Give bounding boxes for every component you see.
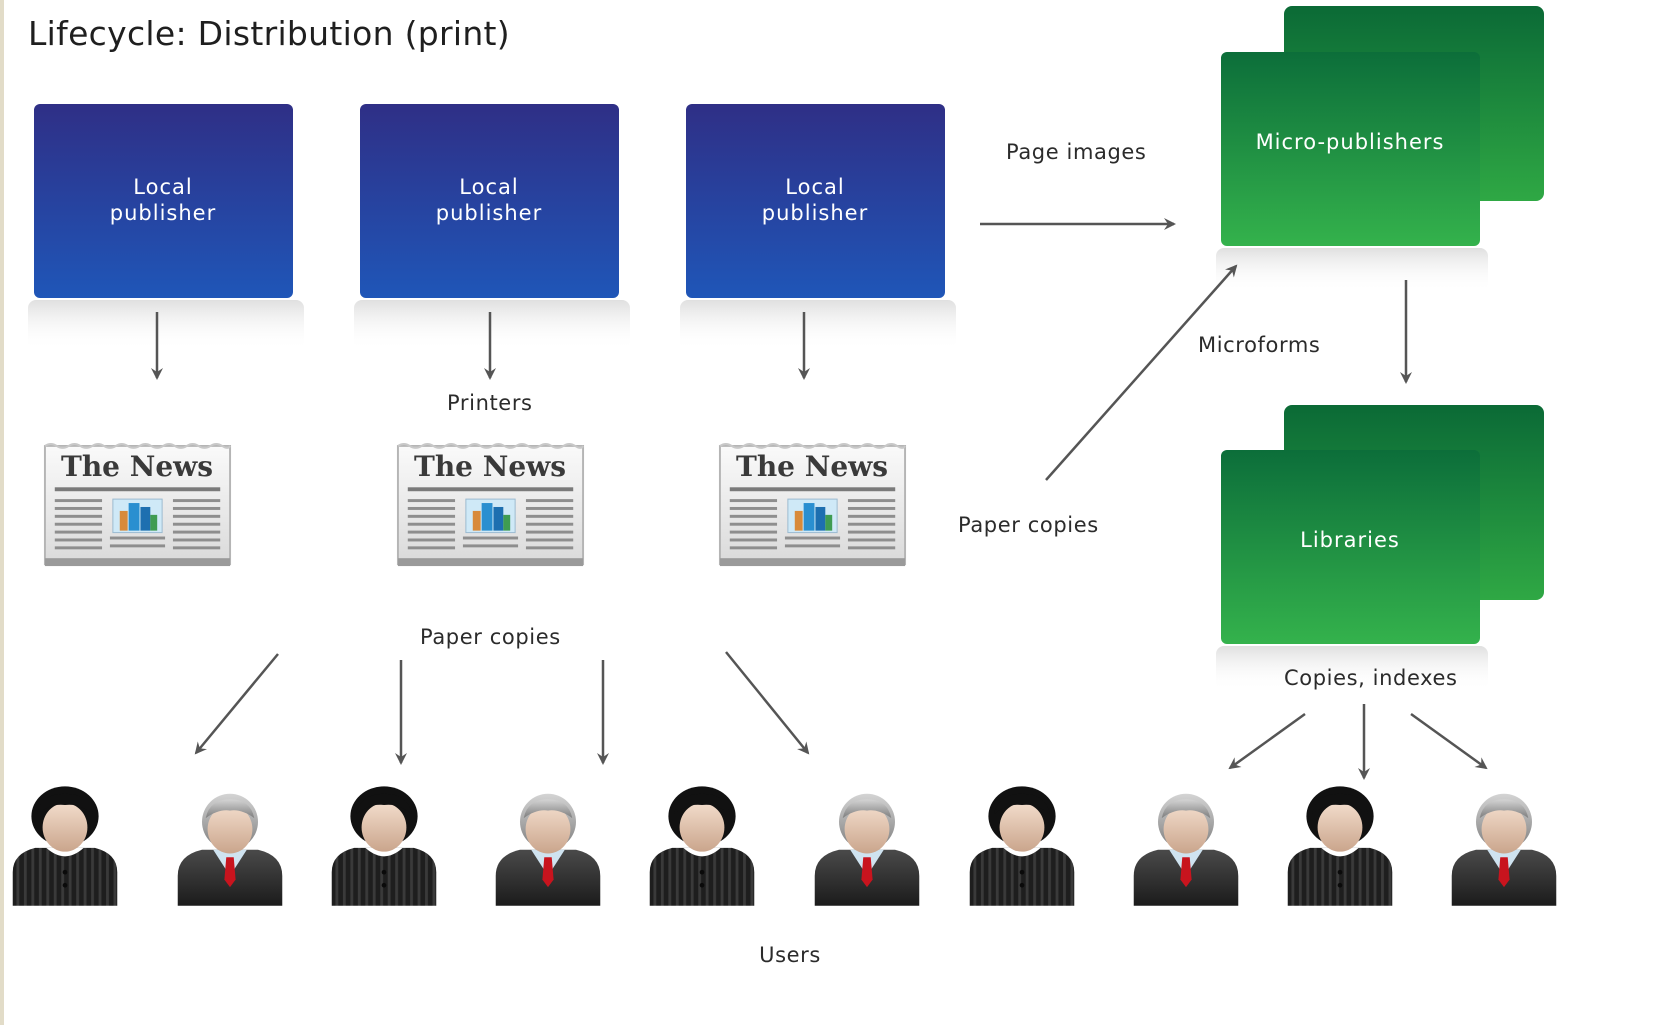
newspaper-masthead: The News <box>61 450 213 483</box>
newspaper-3: The News <box>718 442 907 568</box>
male-user-icon <box>495 793 601 906</box>
newspaper-masthead: The News <box>736 450 888 483</box>
label-microforms: Microforms <box>1198 333 1320 357</box>
arrow-user-4 <box>725 651 810 755</box>
publisher-label-line1: Local <box>459 175 518 199</box>
publisher-label-line2: publisher <box>436 201 542 225</box>
users-row <box>12 786 1557 906</box>
newspaper-2: The News <box>396 442 585 568</box>
female-user-icon <box>969 786 1075 906</box>
female-user-icon <box>1287 786 1393 906</box>
publisher-box-2: Local publisher <box>354 104 630 350</box>
label-users: Users <box>759 943 821 967</box>
arrows <box>151 218 1488 780</box>
publisher-label-line2: publisher <box>762 201 868 225</box>
female-user-icon <box>12 786 118 906</box>
arrow-library-user-1 <box>1228 712 1306 770</box>
arrow-user-1 <box>194 653 279 755</box>
male-user-icon <box>177 793 283 906</box>
female-user-icon <box>331 786 437 906</box>
publisher-label-line1: Local <box>133 175 192 199</box>
label-page-images: Page images <box>1006 140 1146 164</box>
male-user-icon <box>814 793 920 906</box>
left-rail <box>0 0 4 1025</box>
newspaper-1: The News <box>43 442 232 568</box>
label-paper-copies-right: Paper copies <box>958 513 1099 537</box>
micro-publishers-box: Micro-publishers <box>1216 6 1544 292</box>
newspaper-masthead: The News <box>414 450 566 483</box>
label-paper-copies-bottom: Paper copies <box>420 625 561 649</box>
publisher-box-3: Local publisher <box>680 104 956 350</box>
label-copies-indexes: Copies, indexes <box>1284 666 1458 690</box>
publisher-label-line2: publisher <box>110 201 216 225</box>
female-user-icon <box>649 786 755 906</box>
arrow-library-user-3 <box>1410 712 1488 770</box>
libraries-label: Libraries <box>1300 528 1400 552</box>
page-title: Lifecycle: Distribution (print) <box>28 14 510 53</box>
label-printers: Printers <box>447 391 533 415</box>
publisher-label-line1: Local <box>785 175 844 199</box>
male-user-icon <box>1133 793 1239 906</box>
arrow-paper-to-micro <box>1045 264 1238 481</box>
publisher-box-1: Local publisher <box>28 104 304 350</box>
micro-publishers-label: Micro-publishers <box>1256 130 1445 154</box>
libraries-box: Libraries <box>1216 405 1544 690</box>
male-user-icon <box>1451 793 1557 906</box>
